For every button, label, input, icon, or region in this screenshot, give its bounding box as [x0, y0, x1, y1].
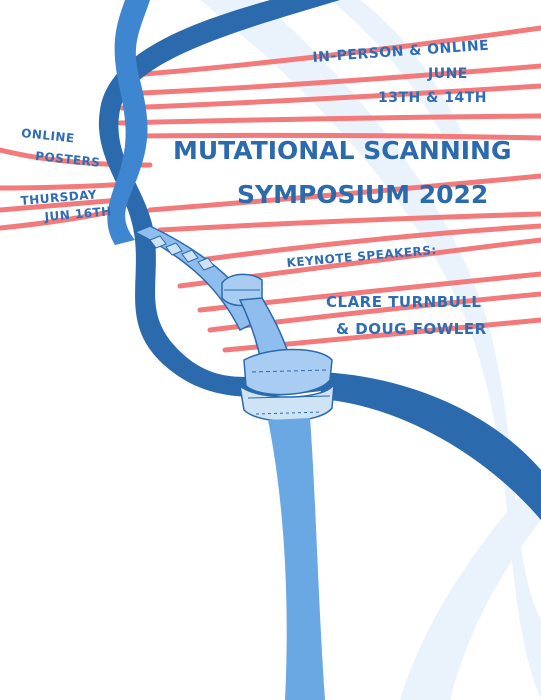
event-month: JUNE	[428, 66, 468, 82]
light-helix-ribbon	[107, 0, 150, 245]
cn-tower	[133, 225, 335, 700]
title-line-1: MUTATIONAL SCANNING	[173, 136, 512, 165]
event-dates: 13TH & 14TH	[378, 90, 487, 106]
background-helix	[200, 0, 541, 700]
dark-helix-ribbon	[98, 0, 541, 520]
keynote-speaker-1: CLARE TURNBULL	[326, 293, 482, 311]
title-line-2: SYMPOSIUM 2022	[237, 180, 489, 209]
keynote-speaker-2: & DOUG FOWLER	[336, 320, 487, 338]
